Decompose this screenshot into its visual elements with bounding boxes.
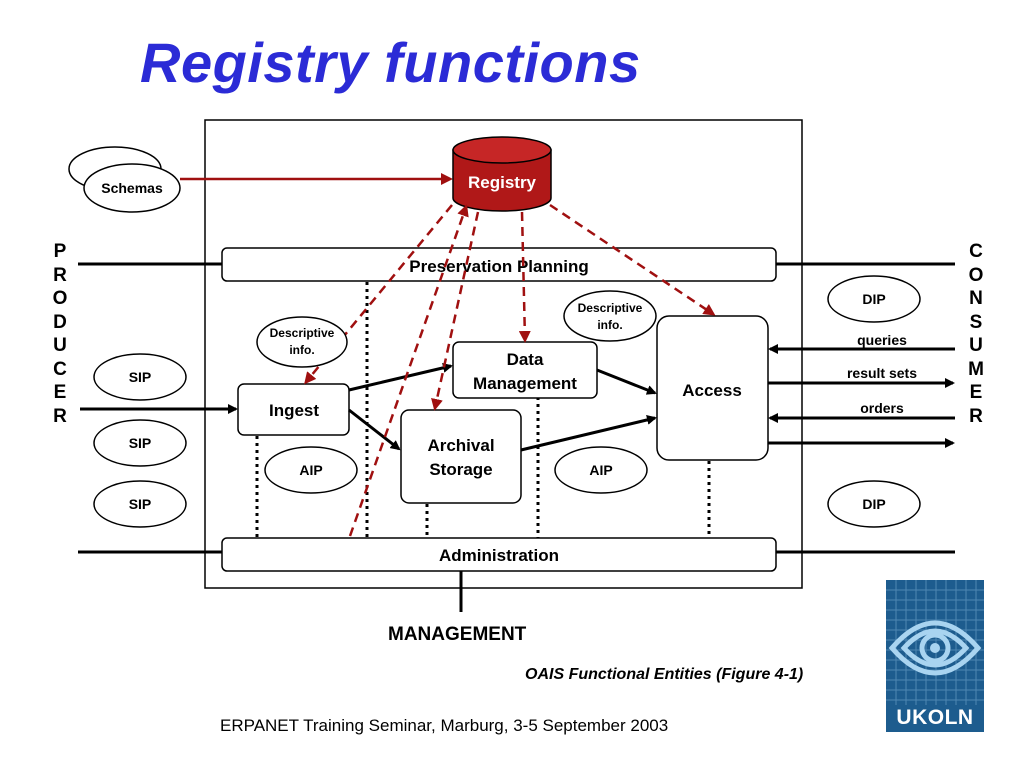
producer-letter: U [53,335,67,356]
descriptive-info-right-label-1: Descriptive [578,301,643,315]
producer-label: P R O D U C E R [50,240,70,428]
producer-letter: C [53,358,67,380]
registry-links [304,203,716,537]
sip-label-3: SIP [129,496,152,512]
ingest-box [237,383,350,436]
access-box [656,315,769,461]
consumer-letter: M [968,358,984,380]
aip-left-label: AIP [299,462,322,478]
administration-bar [221,537,777,572]
producer-letter: E [53,382,67,403]
slide-title: Registry functions [140,31,641,94]
data-management-label-2: Management [473,374,577,393]
consumer-letter: C [969,241,983,262]
sip-ellipse-1 [93,353,187,401]
aip-right-label: AIP [589,462,612,478]
consumer-letter: E [969,382,983,403]
consumer-letter: S [969,311,983,333]
dip-top-label: DIP [862,291,885,307]
data-management-label-1: Data [507,350,544,369]
preservation-planning-label: Preservation Planning [409,257,589,276]
slide-footer: ERPANET Training Seminar, Marburg, 3-5 S… [220,716,669,735]
figure-caption: OAIS Functional Entities (Figure 4-1) [525,666,804,683]
aip-right-ellipse [554,446,648,494]
consumer-letter: R [969,405,983,427]
archival-storage-label-2: Storage [429,460,492,479]
archival-storage-box [400,409,522,504]
access-label: Access [682,381,742,400]
registry-label: Registry [468,173,537,192]
sip-ellipse-2 [93,419,187,467]
orders-label: orders [860,400,904,416]
eye-icon [886,580,984,732]
descriptive-info-left-label-2: info. [289,343,314,357]
dip-top-ellipse [827,275,921,323]
schemas-label: Schemas [101,180,163,196]
consumer-label: C O N S U M E R [966,240,986,428]
management-label: MANAGEMENT [388,624,527,645]
producer-letter: R [53,264,67,286]
logo-text: UKOLN [896,706,974,729]
ingest-label: Ingest [269,401,319,420]
descriptive-info-right-ellipse [563,290,657,342]
consumer-flows [768,344,955,448]
dip-bottom-ellipse [827,480,921,528]
consumer-letter: U [969,335,983,356]
consumer-letter: O [968,264,984,286]
descriptive-info-left-label-1: Descriptive [270,326,335,340]
producer-letter: O [52,288,68,309]
descriptive-info-right-label-2: info. [597,318,622,332]
sip-ellipse-3 [93,480,187,528]
preservation-planning-bar [221,247,777,282]
queries-label: queries [857,332,907,348]
dip-bottom-label: DIP [862,496,885,512]
sip-label-2: SIP [129,435,152,451]
result-sets-label: result sets [847,365,917,381]
archive-boundary [204,119,803,589]
ukoln-logo: UKOLN [886,580,984,732]
dotted-links [255,282,711,538]
descriptive-info-left-ellipse [256,316,348,368]
administration-label: Administration [439,546,559,565]
producer-letter: R [53,405,67,427]
schemas-ellipse [83,163,181,213]
producer-letter: D [53,311,67,333]
producer-letter: P [53,241,67,262]
sip-label-1: SIP [129,369,152,385]
consumer-letter: N [969,288,983,309]
registry-cylinder [452,136,552,212]
aip-left-ellipse [264,446,358,494]
archival-storage-label-1: Archival [427,436,494,455]
internal-flows [80,362,657,452]
